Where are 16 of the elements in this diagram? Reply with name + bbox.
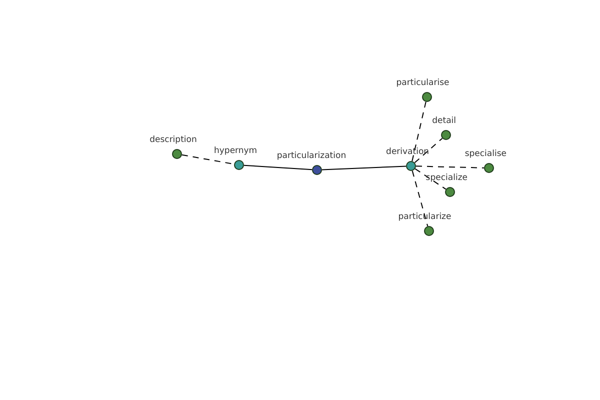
- node-label: particularise: [396, 78, 450, 88]
- dashed-connector: [414, 168, 446, 190]
- dashed-connector: [414, 138, 443, 164]
- node-label: particularization: [276, 151, 346, 161]
- node-label: derivation: [386, 147, 430, 157]
- dashed-connector: [412, 170, 428, 227]
- dashed-connector: [412, 101, 426, 162]
- connector-line: [322, 166, 406, 170]
- dashed-connector: [416, 166, 484, 168]
- node-label: detail: [432, 116, 456, 126]
- node-label: specialise: [464, 149, 506, 159]
- node-label: specialize: [426, 173, 468, 183]
- node-label: particularize: [398, 212, 452, 222]
- node-label: hypernym: [214, 146, 258, 156]
- connector-line: [244, 164, 312, 170]
- node-label: description: [150, 135, 197, 145]
